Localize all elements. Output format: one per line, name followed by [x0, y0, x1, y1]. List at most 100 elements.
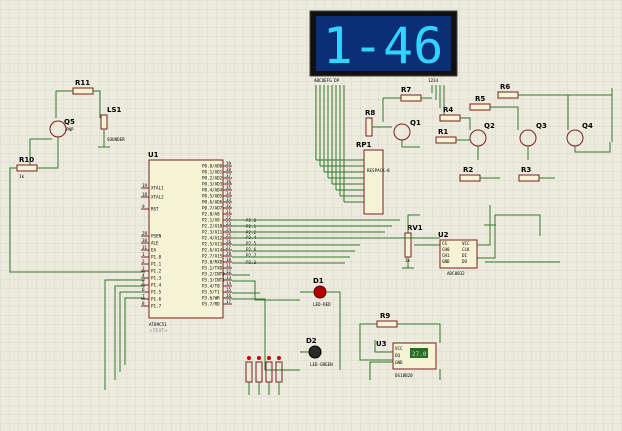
u1-pin-number: 12 [226, 269, 232, 274]
u1-pin-name: P2.7/A15 [202, 254, 223, 259]
u1-pin-number: 2 [142, 259, 145, 264]
svg-text:SOUNDER: SOUNDER [107, 137, 125, 142]
u1-pin-number: 32 [226, 203, 232, 208]
svg-text:U3: U3 [376, 340, 387, 348]
svg-text:Q4: Q4 [582, 122, 593, 130]
u1-pin-name: P2.0/A8 [202, 212, 220, 217]
svg-text:D1: D1 [313, 277, 324, 285]
u1-pin-number: 26 [226, 239, 232, 244]
u1-pin-name: P3.1/TXD [202, 266, 223, 271]
u1-pin-number: 38 [226, 167, 232, 172]
u1-pin-name: P0.0/AD0 [202, 164, 223, 169]
svg-text:R7: R7 [401, 86, 411, 94]
svg-text:27.0: 27.0 [412, 351, 427, 358]
u1-pin-number: 22 [226, 215, 232, 220]
u1-pin-number: 19 [142, 183, 148, 188]
u2-pin-name: CLK [462, 247, 470, 252]
u1-pin-number: 18 [142, 192, 148, 197]
svg-text:1k: 1k [405, 258, 411, 263]
u1-pin-name: P1.7 [151, 304, 162, 309]
svg-text:AT89C51: AT89C51 [149, 322, 167, 327]
digit-drivers[interactable]: R8 R7 R6 R5 R4 R1 R2 R3 Q1 Q2 Q3 Q4 [365, 83, 613, 182]
svg-text:U1: U1 [148, 151, 159, 159]
u3-pin-name: DQ [395, 353, 401, 358]
button-terminal [247, 356, 251, 360]
u3-pin-name: GND [395, 360, 403, 365]
svg-text:Q3: Q3 [536, 122, 547, 130]
button-bank[interactable] [245, 356, 283, 395]
svg-text:Q2: Q2 [484, 122, 495, 130]
u1-pin-number: 24 [226, 227, 232, 232]
svg-text:1k: 1k [19, 174, 25, 179]
u1-pin-name: P0.4/AD4 [202, 188, 223, 193]
svg-text:D2: D2 [306, 337, 317, 345]
u1-pin-name: XTAL1 [151, 186, 164, 191]
u1-pin-number: 17 [226, 299, 232, 304]
u1-pin-name: PSEN [151, 234, 162, 239]
led-red[interactable]: D1 LED-RED [300, 277, 341, 370]
svg-text:R3: R3 [521, 166, 531, 174]
u1-pin-name: P2.1/A9 [202, 218, 220, 223]
u1-pin-number: 9 [142, 204, 145, 209]
seven-segment-display[interactable]: 1-46 ABCDEFG DP 1234 [309, 10, 458, 83]
svg-text:RESPACK-8: RESPACK-8 [367, 168, 390, 173]
u2-pin-name: DO [462, 259, 468, 264]
u1-pin-number: 30 [142, 238, 148, 243]
u1-pin-name: P0.3/AD3 [202, 182, 223, 187]
button-terminal [277, 356, 281, 360]
led-green[interactable]: D2 LED-GREEN [300, 337, 333, 367]
u1-pin-number: 23 [226, 221, 232, 226]
display-segment-pins: ABCDEFG DP [314, 78, 340, 83]
u2-pin-name: DI [462, 253, 468, 258]
u1-pin-name: P0.1/AD1 [202, 170, 223, 175]
net-label: P2.5 [246, 241, 257, 246]
button-terminal [257, 356, 261, 360]
svg-text:U2: U2 [438, 231, 449, 239]
u1-pin-name: EA [151, 248, 157, 253]
svg-text:<TEXT>: <TEXT> [149, 328, 168, 334]
u1-pin-name: P1.2 [151, 269, 162, 274]
u1-pin-number: 35 [226, 185, 232, 190]
u1-pin-name: RST [151, 207, 159, 212]
svg-text:R8: R8 [365, 109, 375, 117]
svg-text:R5: R5 [475, 95, 485, 103]
u1-pin-number: 29 [142, 231, 148, 236]
u1-pin-number: 28 [226, 251, 232, 256]
u2-pin-name: VCC [462, 241, 470, 246]
u1-pin-name: P1.6 [151, 297, 162, 302]
buzzer-driver[interactable]: R11 Q5 PNP LS1 SOUNDER [29, 79, 125, 165]
rv1-potentiometer[interactable]: RV1 1k [402, 205, 496, 269]
u1-pin-number: 7 [142, 294, 145, 299]
u1-pin-name: P3.0/RXD [202, 260, 223, 265]
u1-pin-name: P3.4/T0 [202, 284, 220, 289]
u1-pin-number: 13 [226, 275, 232, 280]
u2-pin-name: CH1 [442, 253, 450, 258]
r10-resistor[interactable]: R10 1k [9, 137, 145, 273]
display-bus [315, 85, 445, 203]
u1-pin-name: P3.2/INT0 [202, 272, 225, 277]
u1-pin-name: P1.5 [151, 290, 162, 295]
svg-text:RV1: RV1 [407, 224, 423, 232]
u1-pin-number: 3 [142, 266, 145, 271]
rp1-resistor-pack[interactable]: RP1 RESPACK-8 [356, 141, 390, 215]
u1-pin-name: P3.6/WR [202, 296, 220, 301]
u1-pin-number: 16 [226, 293, 232, 298]
u1-pin-name: P1.1 [151, 262, 162, 267]
u1-pin-number: 1 [142, 252, 145, 257]
u1-pin-name: P2.6/A14 [202, 248, 223, 253]
u1-pin-number: 10 [226, 257, 232, 262]
u1-pin-name: P0.5/AD5 [202, 194, 223, 199]
u1-pin-number: 21 [226, 209, 232, 214]
u1-pin-number: 14 [226, 281, 232, 286]
u1-pin-name: P1.3 [151, 276, 162, 281]
svg-text:R11: R11 [75, 79, 90, 87]
u1-pin-number: 8 [142, 301, 145, 306]
display-readout: 1-46 [323, 17, 443, 75]
svg-text:Q5: Q5 [64, 118, 75, 126]
u1-pin-number: 4 [142, 273, 145, 278]
